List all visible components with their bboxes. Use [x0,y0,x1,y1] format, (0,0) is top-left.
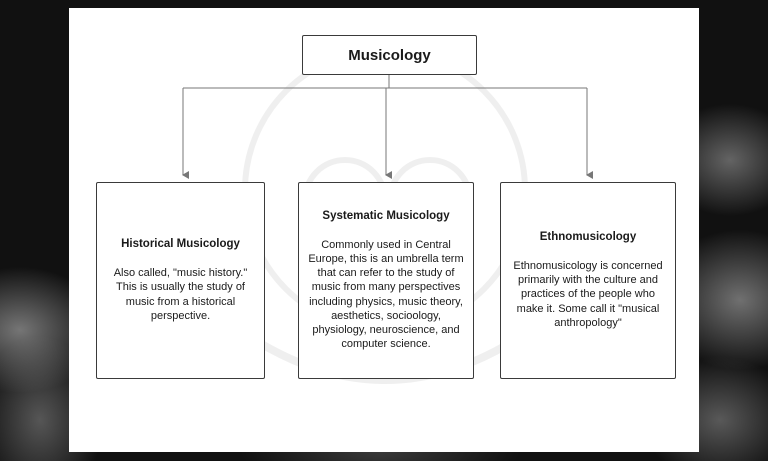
node-systematic-musicology: Systematic Musicology Commonly used in C… [298,182,474,379]
node-title: Ethnomusicology [539,231,637,244]
node-ethnomusicology: Ethnomusicology Ethnomusicology is conce… [500,182,676,379]
node-title: Historical Musicology [121,238,240,251]
node-description: Ethnomusicology is concerned primarily w… [513,260,663,329]
node-title: Systematic Musicology [322,210,450,223]
node-musicology: Musicology [302,35,477,75]
node-description: Also called, "music history." This is us… [113,267,248,322]
node-historical-musicology: Historical Musicology Also called, "musi… [96,182,265,379]
node-title: Musicology [348,46,431,64]
node-description: Commonly used in Central Europe, this is… [308,239,464,350]
